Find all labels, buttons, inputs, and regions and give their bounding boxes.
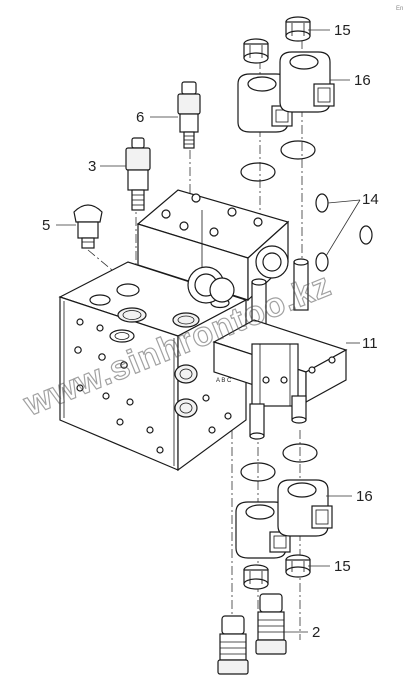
callout-6: 6 bbox=[136, 109, 144, 126]
coil-nut-15-bottom-right bbox=[285, 554, 311, 578]
solenoid-coil-16-bottom-right bbox=[277, 479, 333, 537]
coil-nut-15-top-left bbox=[243, 38, 269, 64]
callout-3: 3 bbox=[88, 158, 96, 175]
leader-lines bbox=[56, 29, 361, 633]
solenoid-coil-16-top-right bbox=[279, 51, 335, 113]
callout-14: 14 bbox=[362, 191, 379, 208]
directional-valve-stack-11: A B C bbox=[212, 258, 348, 440]
cartridge-valve-6 bbox=[177, 81, 201, 149]
cartridge-valve-2-left bbox=[217, 615, 249, 675]
plug-5 bbox=[73, 204, 103, 249]
callout-15-bottom: 15 bbox=[334, 558, 351, 575]
callout-2: 2 bbox=[312, 624, 320, 641]
cartridge-valve-3 bbox=[125, 137, 151, 211]
cartridge-valve-2-right bbox=[255, 593, 287, 655]
coil-nut-15-bottom-left bbox=[243, 564, 269, 590]
coil-nut-15-top-right bbox=[285, 16, 311, 42]
corner-mark: En bbox=[396, 6, 403, 12]
callout-15-top: 15 bbox=[334, 22, 351, 39]
callout-16-top: 16 bbox=[354, 72, 371, 89]
upper-valve-bodies bbox=[136, 189, 290, 304]
callout-16-bottom: 16 bbox=[356, 488, 373, 505]
callout-5: 5 bbox=[42, 217, 50, 234]
solenoid-coil-16-bottom-left bbox=[235, 501, 291, 559]
callout-11: 11 bbox=[362, 335, 378, 352]
valve-marking: A B C bbox=[216, 378, 232, 384]
